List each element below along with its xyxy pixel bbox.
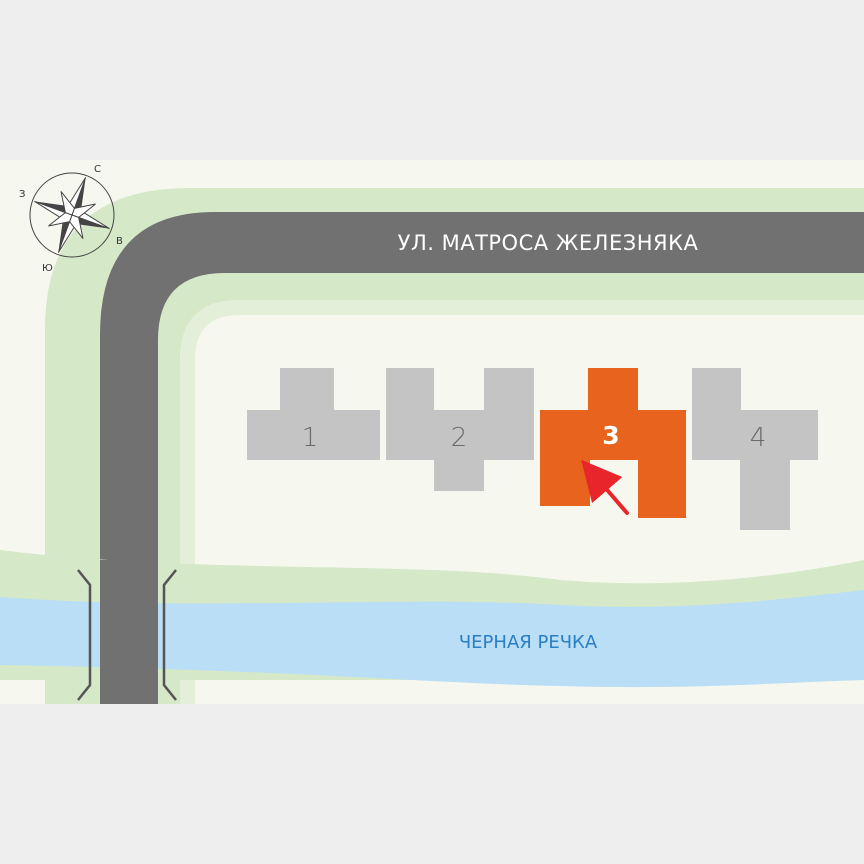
compass-north-label: С (94, 164, 101, 175)
building-2[interactable]: 2 (386, 368, 534, 491)
compass-east-label: В (116, 236, 123, 247)
compass-south-label: Ю (42, 263, 53, 274)
bridge-rail-right (162, 569, 177, 701)
building-3-number: 3 (602, 421, 619, 450)
compass-west-label: З (19, 189, 25, 200)
pointer-arrow (581, 459, 629, 515)
building-4-number: 4 (750, 423, 767, 453)
road-matrosa-zheleznyaka (100, 212, 864, 704)
building-4[interactable]: 4 (692, 368, 818, 530)
road-name-label: УЛ. МАТРОСА ЖЕЛЕЗНЯКА (398, 231, 699, 255)
river-name-label: ЧЕРНАЯ РЕЧКА (459, 632, 598, 653)
building-3-selected[interactable]: 3 (540, 368, 686, 518)
building-1[interactable]: 1 (247, 368, 380, 460)
bridge-deck (100, 560, 158, 704)
building-2-number: 2 (451, 423, 468, 453)
river-chernaya-rechka (0, 590, 864, 688)
compass-rose: С В Ю З (19, 164, 123, 274)
bridge-rail-left (77, 569, 92, 701)
building-1-number: 1 (302, 423, 319, 453)
